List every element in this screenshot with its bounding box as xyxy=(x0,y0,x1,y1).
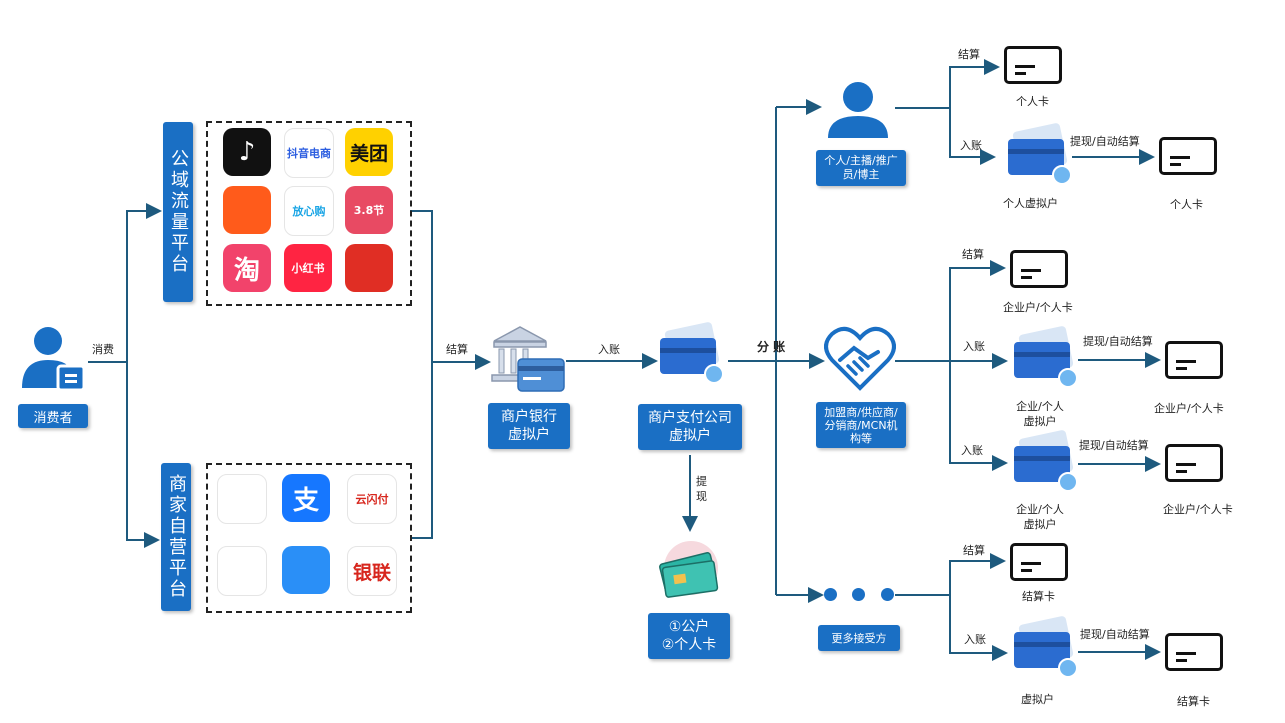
more-dot xyxy=(824,588,837,601)
enterprise-inflow-label-2: 入账 xyxy=(961,444,983,457)
more-settle-label: 结算 xyxy=(963,544,985,557)
enterprise-withdraw-label-1: 提现/自动结算 xyxy=(1083,335,1153,348)
withdraw-target-label: ①公户 ②个人卡 xyxy=(648,613,730,659)
more-dot xyxy=(881,588,894,601)
private-platform-app-group xyxy=(206,463,412,613)
consumer-icon xyxy=(22,327,86,392)
enterprise-withdraw-card-icon-1 xyxy=(1165,341,1223,379)
cloud-quickpass-app-icon: 云闪付 xyxy=(347,474,397,524)
private-platform-label: 商家自营平台 xyxy=(161,463,191,611)
withdraw-target-corporate: ①公户 xyxy=(668,619,710,635)
more-withdraw-card-label: 结算卡 xyxy=(1177,695,1210,708)
personal-receiver-label: 个人/主播/推广员/博主 xyxy=(816,150,906,186)
more-card-label: 结算卡 xyxy=(1022,590,1055,603)
enterprise-virtual-account-label-1: 企业/个人虚拟户 xyxy=(1016,400,1064,428)
public-platform-label: 公域流量平台 xyxy=(163,122,193,302)
mini-program-app-icon xyxy=(217,546,267,596)
personal-card-icon xyxy=(1004,46,1062,84)
personal-virtual-card-icon xyxy=(1004,122,1072,185)
more-withdraw-label: 提现/自动结算 xyxy=(1080,628,1150,641)
bank-inflow-label: 入账 xyxy=(598,343,620,356)
unionpay-app-icon: 银联 xyxy=(347,546,397,596)
more-receivers-label: 更多接受方 xyxy=(818,625,900,651)
consume-edge-label: 消费 xyxy=(92,343,114,356)
enterprise-receiver-label: 加盟商/供应商/分销商/MCN机构等 xyxy=(816,402,906,448)
enterprise-withdraw-card-label-2: 企业户/个人卡 xyxy=(1163,503,1233,516)
personal-settle-label: 结算 xyxy=(958,48,980,61)
tiktok-app-icon: ♪ xyxy=(223,128,271,176)
xiaohongshu-app-icon: 小红书 xyxy=(284,244,332,292)
kuaishou-shop-app-icon: 放心购 xyxy=(284,186,334,236)
bank-virtual-account-label: 商户银行虚拟户 xyxy=(488,403,570,449)
personal-inflow-label: 入账 xyxy=(960,139,982,152)
settle-edge-label: 结算 xyxy=(446,343,468,356)
personal-withdraw-label: 提现/自动结算 xyxy=(1070,135,1140,148)
jd-app-icon: 3.8节 xyxy=(345,186,393,234)
enterprise-card-icon xyxy=(1010,250,1068,288)
consumer-label: 消费者 xyxy=(18,404,88,428)
withdraw-card-icon xyxy=(659,541,719,598)
enterprise-inflow-label-1: 入账 xyxy=(963,340,985,353)
personal-card-label: 个人卡 xyxy=(1016,95,1049,108)
personal-virtual-account-label: 个人虚拟户 xyxy=(1003,197,1058,210)
handshake-heart-icon xyxy=(824,326,896,391)
more-virtual-account-label: 虚拟户 xyxy=(1021,693,1054,706)
more-withdraw-card-icon xyxy=(1165,633,1223,671)
more-virtual-card-icon xyxy=(1010,615,1078,678)
pinduoduo-app-icon xyxy=(345,244,393,292)
pay-company-card-icon xyxy=(656,321,724,384)
douyin-ecommerce-app-icon: 抖音电商 xyxy=(284,128,334,178)
more-card-icon xyxy=(1010,543,1068,581)
enterprise-virtual-account-label-2: 企业/个人虚拟户 xyxy=(1016,503,1064,531)
withdraw-edge-label: 提现 xyxy=(696,475,707,503)
more-inflow-label: 入账 xyxy=(964,633,986,646)
meituan-app-icon: 美团 xyxy=(345,128,393,176)
person-icon xyxy=(828,82,888,138)
enterprise-virtual-card-icon-2 xyxy=(1010,429,1078,492)
split-label: 分 账 xyxy=(757,340,786,354)
enterprise-card-label: 企业户/个人卡 xyxy=(1003,301,1073,314)
pay-company-virtual-account-label: 商户支付公司虚拟户 xyxy=(638,404,742,450)
alipay-app-icon: 支 xyxy=(282,474,330,522)
pay-hex-app-icon xyxy=(282,546,330,594)
enterprise-withdraw-card-label-1: 企业户/个人卡 xyxy=(1154,402,1224,415)
public-platform-app-group xyxy=(206,121,412,306)
enterprise-withdraw-label-2: 提现/自动结算 xyxy=(1079,439,1149,452)
kuaishou-app-icon xyxy=(223,186,271,234)
wechat-app-icon xyxy=(217,474,267,524)
more-dot xyxy=(852,588,865,601)
withdraw-target-personal: ②个人卡 xyxy=(661,637,717,653)
enterprise-virtual-card-icon-1 xyxy=(1010,325,1078,388)
bank-icon xyxy=(491,326,565,392)
taobao-app-icon: 淘 xyxy=(223,244,271,292)
enterprise-settle-label: 结算 xyxy=(962,248,984,261)
enterprise-withdraw-card-icon-2 xyxy=(1165,444,1223,482)
personal-withdraw-card-label: 个人卡 xyxy=(1170,198,1203,211)
personal-withdraw-card-icon xyxy=(1159,137,1217,175)
